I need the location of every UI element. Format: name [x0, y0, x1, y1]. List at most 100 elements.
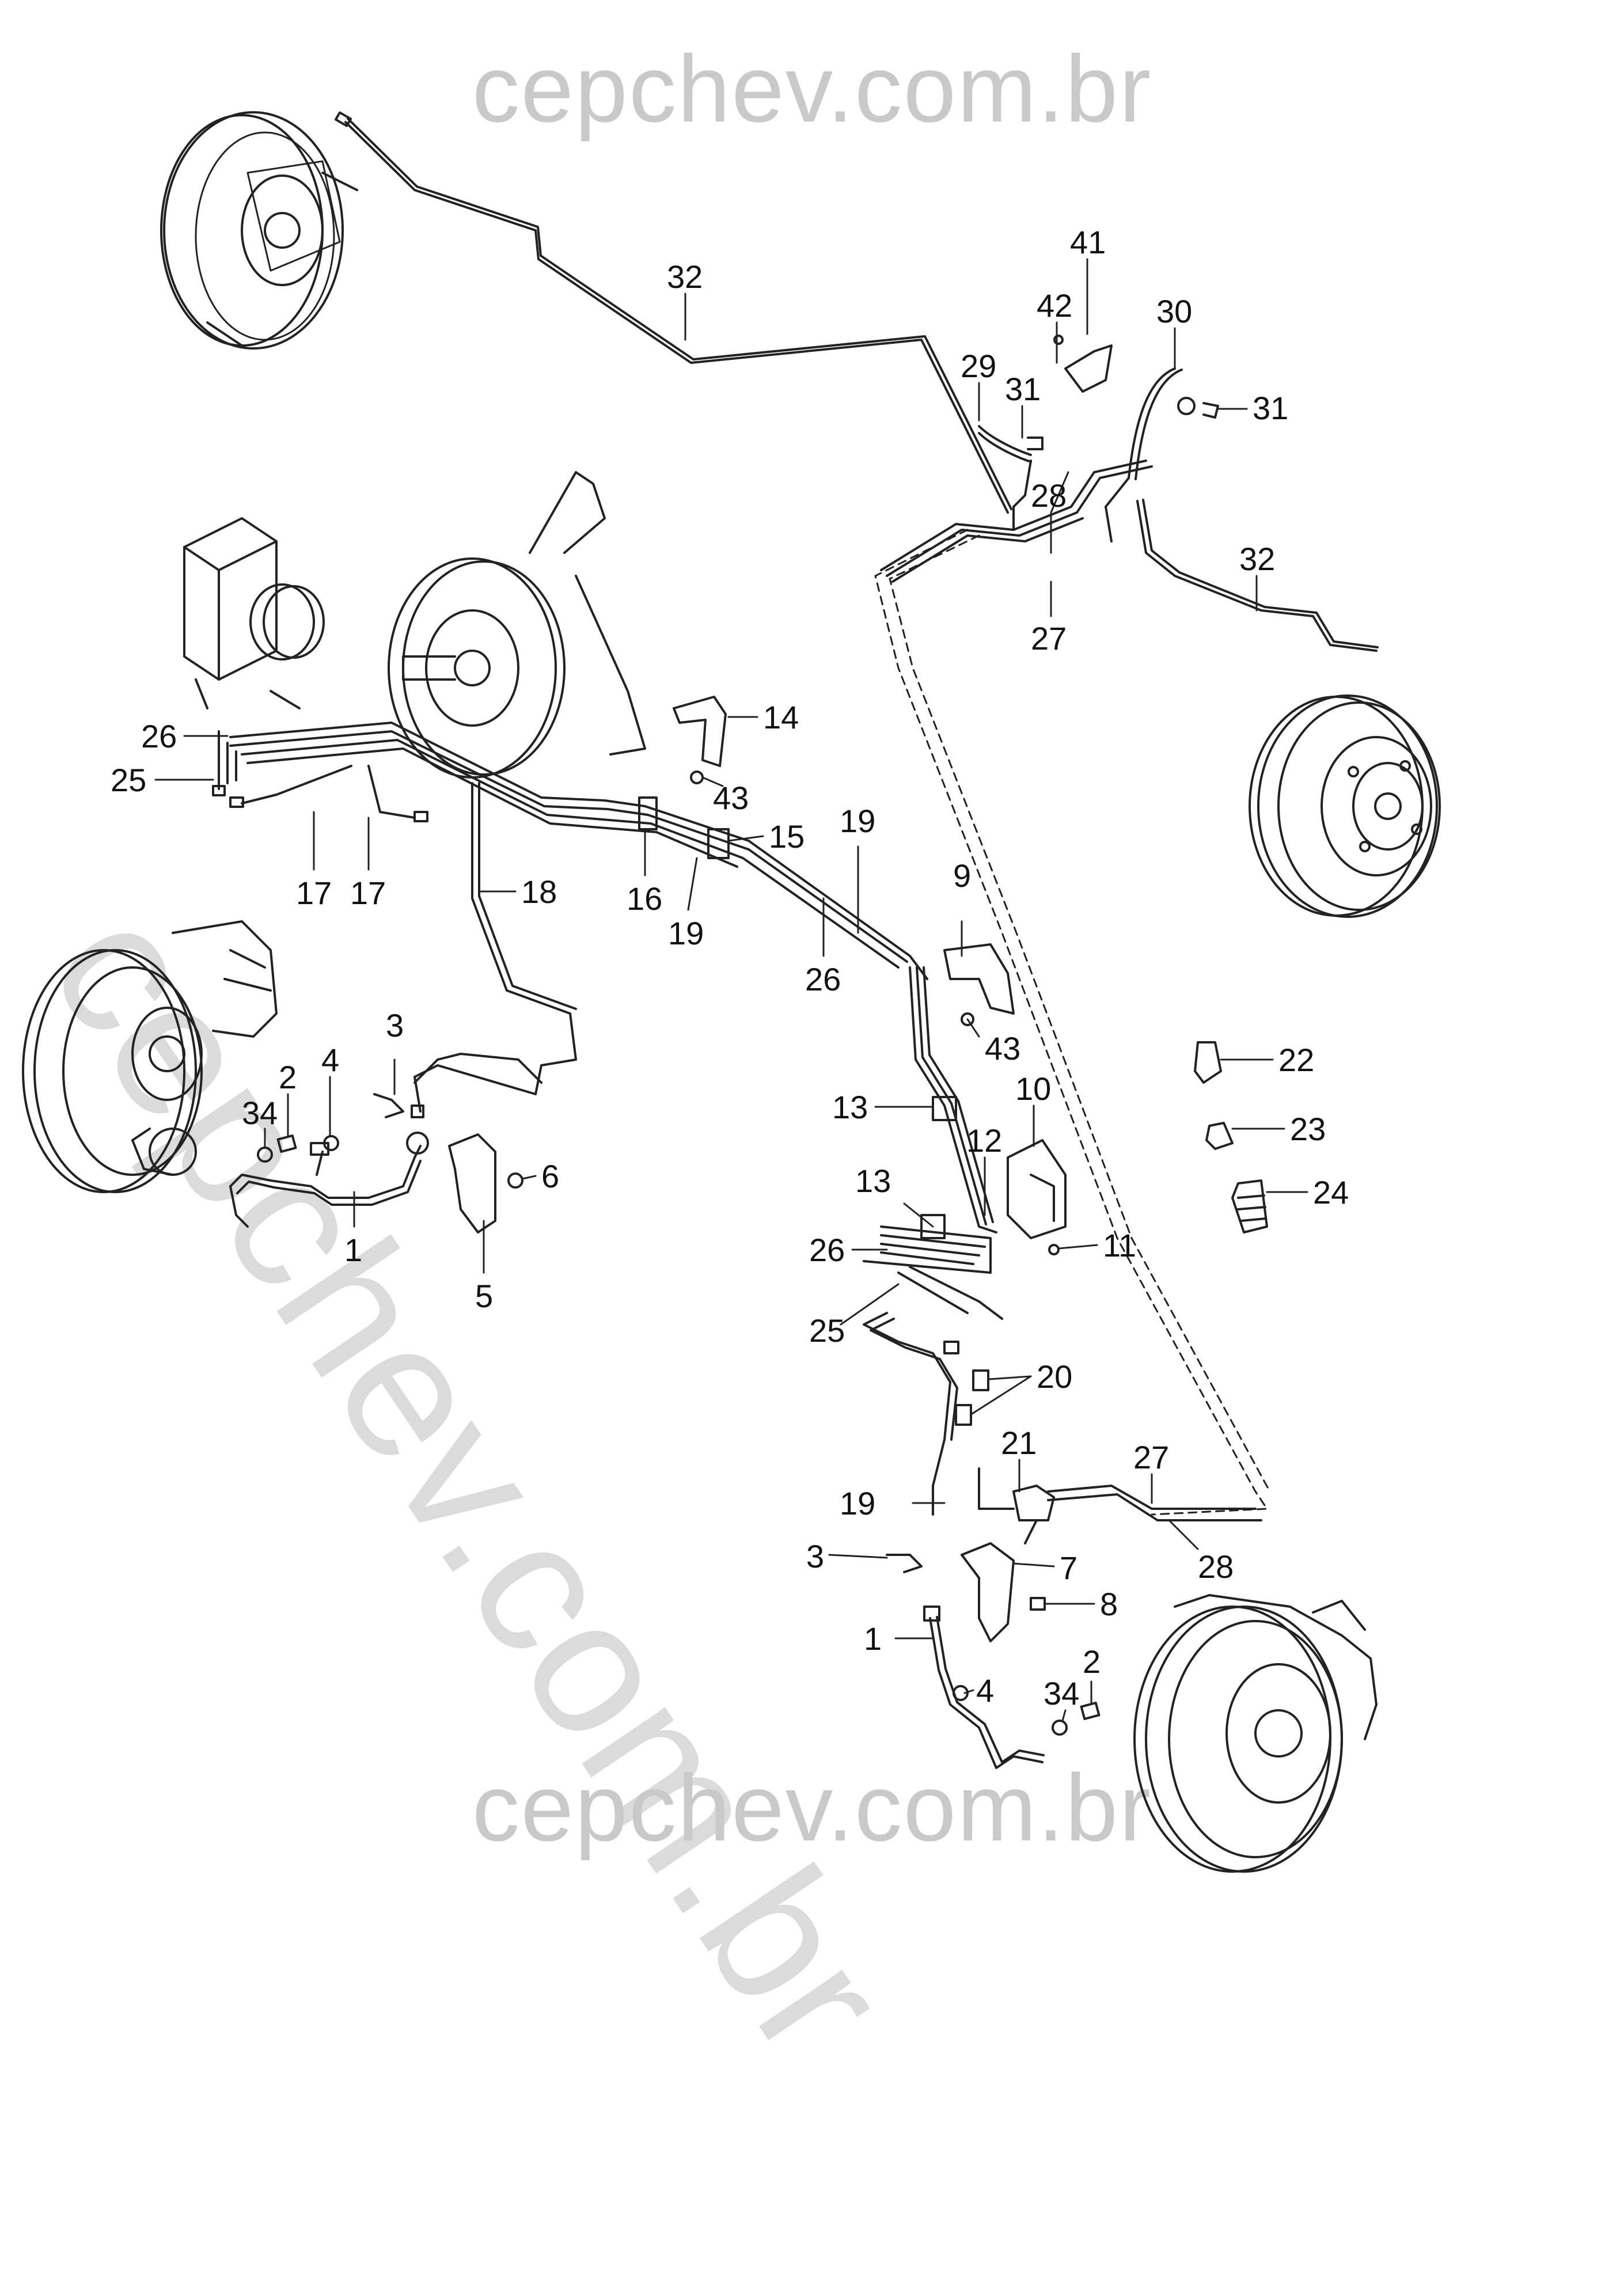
- callout-31-right: 31: [1253, 390, 1288, 426]
- callout-26-upper: 26: [141, 718, 177, 754]
- rear-lines-27-28: [880, 460, 1147, 571]
- callout-14: 14: [763, 699, 799, 735]
- callout-32-left: 32: [667, 259, 703, 295]
- callout-13-lower: 13: [855, 1163, 891, 1199]
- bolt-2-left: [276, 1134, 297, 1153]
- callout-30: 30: [1156, 293, 1192, 329]
- rear-left-brake-line: [344, 121, 1009, 514]
- callout-29: 29: [961, 348, 996, 384]
- bolt-8: [1030, 1597, 1046, 1611]
- rear-hose-30: [1128, 367, 1176, 479]
- clip-22: [1194, 1041, 1222, 1084]
- callout-23: 23: [1290, 1111, 1326, 1147]
- callout-27-upper: 27: [1031, 620, 1067, 656]
- callout-19-lower: 19: [840, 1485, 875, 1521]
- callout-4-right: 4: [976, 1672, 994, 1709]
- callout-20: 20: [1037, 1358, 1072, 1395]
- bolt-6: [507, 1172, 523, 1189]
- watermark-top: cepchev.com.br: [472, 36, 1152, 142]
- washer-34-left: [257, 1147, 273, 1163]
- parking-brake-cable: [874, 529, 1268, 1516]
- watermark-bottom: cepchev.com.br: [472, 1755, 1152, 1861]
- union-20-b: [955, 1404, 972, 1426]
- junction-21: [1012, 1485, 1055, 1521]
- front-left-hose-1: [229, 1145, 422, 1199]
- callout-12: 12: [966, 1122, 1002, 1159]
- clip-23: [1205, 1122, 1234, 1150]
- callout-25-upper: 25: [111, 762, 146, 798]
- callout-1-right: 1: [864, 1620, 882, 1657]
- callout-2-left: 2: [279, 1059, 297, 1095]
- callout-25-lower: 25: [809, 1312, 845, 1349]
- front-left-disc-brake: [22, 920, 278, 1193]
- callout-19-upper: 19: [840, 803, 875, 839]
- callout-43-upper: 43: [713, 780, 749, 816]
- callout-43-lower: 43: [985, 1030, 1020, 1067]
- callout-17-left: 17: [296, 875, 332, 911]
- callout-4-left: 4: [321, 1042, 339, 1078]
- clip-3-lower: [886, 1554, 923, 1573]
- callout-28-upper: 28: [1031, 477, 1067, 514]
- callout-27-lower: 27: [1133, 1439, 1169, 1475]
- rear-hose-29: [978, 425, 1032, 456]
- washer-34-right: [1052, 1720, 1068, 1736]
- callout-15: 15: [769, 818, 805, 855]
- callout-19-middle: 19: [668, 915, 704, 951]
- exploded-parts-diagram: cepchev.com.br cepchev.com.br cepchev.co…: [12, 36, 1441, 2090]
- bracket-7: [961, 1542, 1015, 1642]
- clip-15: [707, 828, 730, 859]
- clip-13-upper: [932, 1096, 957, 1121]
- bracket-14: [673, 696, 727, 767]
- callout-13-upper: 13: [832, 1089, 868, 1125]
- callout-21: 21: [1001, 1425, 1037, 1461]
- bolt-2-right: [1080, 1702, 1101, 1720]
- main-brake-lines: [212, 722, 928, 1113]
- callout-3-upper: 3: [386, 1007, 404, 1043]
- bracket-5: [448, 1133, 496, 1234]
- rear-left-drum-brake: [160, 111, 358, 350]
- callout-17-right: 17: [350, 875, 386, 911]
- clip-24: [1231, 1179, 1268, 1234]
- callout-5: 5: [475, 1278, 493, 1314]
- callout-7: 7: [1060, 1550, 1077, 1586]
- callout-2-right: 2: [1083, 1644, 1101, 1680]
- callout-16: 16: [627, 880, 662, 917]
- brake-booster: [388, 471, 646, 779]
- callout-22: 22: [1278, 1042, 1314, 1078]
- clip-31-right: [1202, 402, 1219, 419]
- leader-lines: [154, 258, 1308, 1722]
- front-right-hose-1: [929, 1617, 1044, 1769]
- diagram-canvas: 32 41 42 30 29 31 31 28 27 32 14 26 25 4…: [22, 111, 1441, 1873]
- rear-right-drum: [1249, 694, 1441, 918]
- callout-24: 24: [1313, 1174, 1349, 1210]
- callout-10: 10: [1015, 1071, 1051, 1107]
- callout-34-right: 34: [1044, 1675, 1079, 1711]
- callout-8: 8: [1100, 1586, 1118, 1622]
- clip-31-left: [1027, 437, 1044, 450]
- callout-1-left: 1: [344, 1232, 362, 1268]
- clip-16: [638, 796, 658, 830]
- callout-41: 41: [1070, 224, 1106, 260]
- callout-9: 9: [953, 857, 971, 894]
- bolt-4-right: [953, 1685, 969, 1701]
- rear-right-brake-line: [1136, 500, 1378, 652]
- callout-28-lower: 28: [1198, 1549, 1234, 1585]
- bracket-10: [1007, 1139, 1067, 1239]
- front-right-disc-brake: [1133, 1594, 1378, 1873]
- clip-13-lower: [920, 1214, 946, 1239]
- callout-6: 6: [541, 1158, 559, 1194]
- callout-18: 18: [521, 874, 557, 910]
- callout-31-left: 31: [1005, 371, 1041, 407]
- callout-42: 42: [1037, 287, 1072, 324]
- callout-11: 11: [1103, 1227, 1136, 1263]
- abs-modulator: [183, 517, 325, 709]
- bolt-4-left: [323, 1135, 339, 1151]
- bracket-9: [943, 943, 1015, 1015]
- bracket-41: [1064, 344, 1113, 393]
- callout-34-left: 34: [242, 1095, 278, 1131]
- callout-32-right: 32: [1239, 541, 1275, 577]
- callout-3-lower: 3: [806, 1538, 824, 1574]
- callout-26-lower: 26: [809, 1232, 845, 1268]
- clip-3-upper: [373, 1093, 404, 1118]
- callout-26-middle: 26: [805, 961, 841, 997]
